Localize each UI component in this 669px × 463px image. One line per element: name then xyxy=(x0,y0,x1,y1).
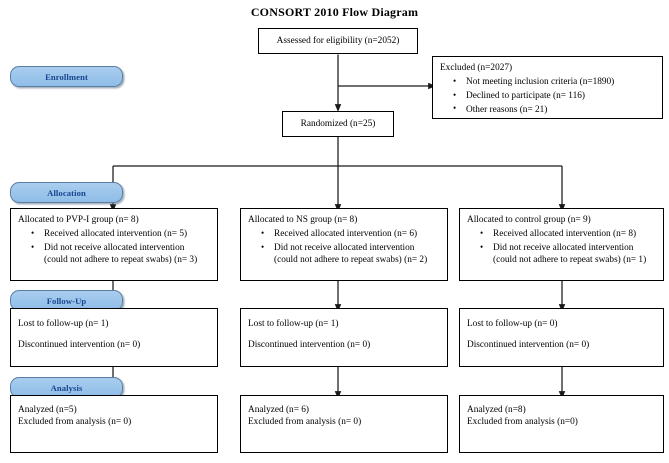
excluded-header: Excluded (n=2027) xyxy=(440,63,513,73)
stage-label-enrollment: Enrollment xyxy=(10,66,123,87)
list-item: Received allocated intervention (n= 5) xyxy=(31,228,210,240)
list-item-line1: Received allocated intervention (n= 8) xyxy=(493,229,637,240)
assessed-text: Assessed for eligibility (n=2052) xyxy=(276,35,400,46)
box-allocation-control: Allocated to control group (n= 9) Receiv… xyxy=(459,208,664,281)
box-followup-ns: Lost to follow-up (n= 1) Discontinued in… xyxy=(240,308,448,367)
analyzed-text: Analyzed (n= 6) xyxy=(248,405,310,415)
excluded-from-analysis-text: Excluded from analysis (n=0) xyxy=(467,417,578,428)
allocation-header: Allocated to PVP-I group (n= 8) xyxy=(18,215,139,225)
list-item-line2: (could not adhere to repeat swabs) (n= 1… xyxy=(493,255,647,266)
randomized-text: Randomized (n=25) xyxy=(300,118,376,129)
box-analysis-control: Analyzed (n=8) Excluded from analysis (n… xyxy=(459,395,664,453)
excluded-from-analysis-text: Excluded from analysis (n= 0) xyxy=(248,417,362,428)
list-item: Other reasons (n= 21) xyxy=(453,103,655,116)
analyzed-text: Analyzed (n=8) xyxy=(467,405,526,415)
discontinued-text: Discontinued intervention (n= 0) xyxy=(248,340,371,351)
list-item-line1: Did not receive allocated intervention xyxy=(493,243,634,254)
box-analysis-ns: Analyzed (n= 6) Excluded from analysis (… xyxy=(240,395,448,453)
allocation-header: Allocated to control group (n= 9) xyxy=(467,215,591,225)
lost-to-followup-text: Lost to follow-up (n= 1) xyxy=(248,319,339,329)
list-item-line2: (could not adhere to repeat swabs) (n= 3… xyxy=(44,255,198,266)
list-item-line1: Did not receive allocated intervention xyxy=(44,243,185,254)
list-item: Received allocated intervention (n= 6) xyxy=(261,228,440,240)
list-item: Not meeting inclusion criteria (n=1890) xyxy=(453,76,655,88)
list-item-line1: Received allocated intervention (n= 6) xyxy=(274,229,418,240)
box-assessed-for-eligibility: Assessed for eligibility (n=2052) xyxy=(258,28,418,54)
discontinued-text: Discontinued intervention (n= 0) xyxy=(18,340,141,351)
box-excluded: Excluded (n=2027) Not meeting inclusion … xyxy=(432,56,663,119)
list-item: Declined to participate (n= 116) xyxy=(453,90,655,102)
box-allocation-pvpi: Allocated to PVP-I group (n= 8) Received… xyxy=(10,208,218,281)
list-item: Did not receive allocated intervention (… xyxy=(261,242,440,267)
list-item-line2: (could not adhere to repeat swabs) (n= 2… xyxy=(274,255,428,266)
allocation-header: Allocated to NS group (n= 8) xyxy=(248,215,358,225)
stage-label-allocation: Allocation xyxy=(10,182,123,203)
list-item-line1: Received allocated intervention (n= 5) xyxy=(44,229,188,240)
box-followup-control: Lost to follow-up (n= 0) Discontinued in… xyxy=(459,308,664,367)
box-analysis-pvpi: Analyzed (n=5) Excluded from analysis (n… xyxy=(10,395,218,453)
allocation-list: Received allocated intervention (n= 6) D… xyxy=(248,228,440,266)
box-followup-pvpi: Lost to follow-up (n= 1) Discontinued in… xyxy=(10,308,218,367)
page-title: CONSORT 2010 Flow Diagram xyxy=(250,5,419,19)
list-item: Did not receive allocated intervention (… xyxy=(480,242,656,267)
box-allocation-ns: Allocated to NS group (n= 8) Received al… xyxy=(240,208,448,281)
discontinued-text: Discontinued intervention (n= 0) xyxy=(467,340,590,351)
list-item-line1: Did not receive allocated intervention xyxy=(274,243,415,254)
excluded-list: Not meeting inclusion criteria (n=1890) … xyxy=(440,76,655,116)
allocation-list: Received allocated intervention (n= 5) D… xyxy=(18,228,210,266)
analyzed-text: Analyzed (n=5) xyxy=(18,405,77,415)
allocation-list: Received allocated intervention (n= 8) D… xyxy=(467,228,656,266)
lost-to-followup-text: Lost to follow-up (n= 1) xyxy=(18,319,109,329)
excluded-from-analysis-text: Excluded from analysis (n= 0) xyxy=(18,417,132,428)
lost-to-followup-text: Lost to follow-up (n= 0) xyxy=(467,319,558,329)
list-item: Did not receive allocated intervention (… xyxy=(31,242,210,267)
list-item: Received allocated intervention (n= 8) xyxy=(480,228,656,240)
box-randomized: Randomized (n=25) xyxy=(282,111,394,137)
